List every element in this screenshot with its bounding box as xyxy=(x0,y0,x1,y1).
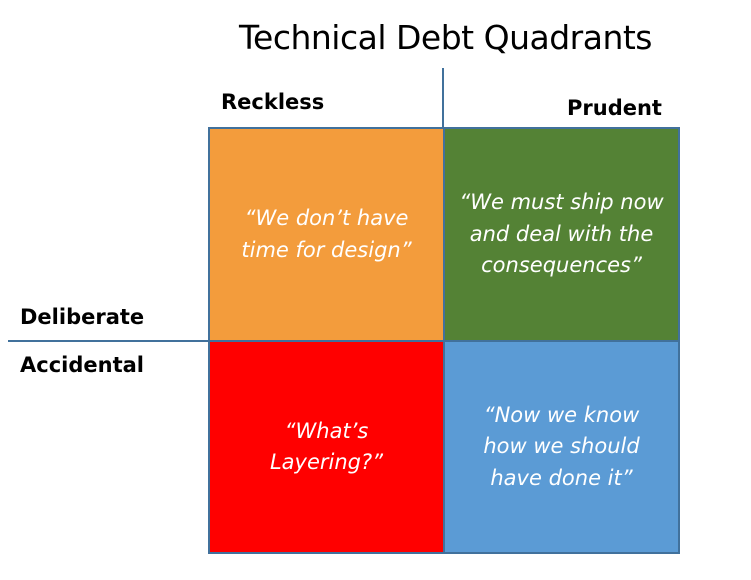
quadrant-quote: “We must ship now and deal with the cons… xyxy=(459,190,664,278)
axis-label-deliberate: Deliberate xyxy=(20,305,145,329)
horizontal-axis-line xyxy=(8,340,210,342)
vertical-axis-line xyxy=(442,68,444,128)
axis-label-accidental: Accidental xyxy=(20,353,144,377)
diagram-title: Technical Debt Quadrants xyxy=(238,18,653,57)
quadrant-grid: “We don’t have time for design” “We must… xyxy=(208,127,680,554)
quadrant-quote: “Now we know how we should have done it” xyxy=(483,402,640,490)
quadrant-prudent-deliberate: “We must ship now and deal with the cons… xyxy=(443,127,680,342)
quadrant-quote: “What’s Layering?” xyxy=(269,418,384,475)
quadrant-reckless-accidental: “What’s Layering?” xyxy=(208,340,445,554)
quadrant-quote: “We don’t have time for design” xyxy=(241,206,412,262)
quadrant-prudent-accidental: “Now we know how we should have done it” xyxy=(443,340,680,554)
axis-label-prudent: Prudent xyxy=(567,96,662,120)
quadrant-reckless-deliberate: “We don’t have time for design” xyxy=(208,127,445,342)
axis-label-reckless: Reckless xyxy=(221,90,325,114)
